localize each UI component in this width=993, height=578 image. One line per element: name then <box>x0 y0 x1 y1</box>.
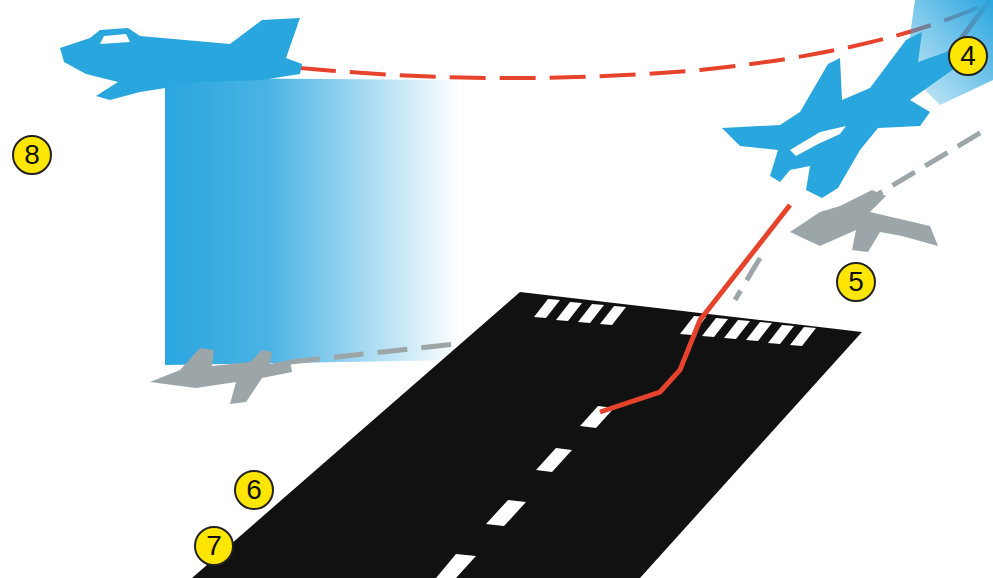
aircraft-shadow <box>790 190 938 252</box>
centerline <box>436 406 614 578</box>
threshold-marks <box>534 299 816 346</box>
altitude-band <box>165 78 460 365</box>
aircraft-window <box>100 34 130 44</box>
runway <box>192 292 862 578</box>
aircraft <box>722 32 958 198</box>
callout-number: 8 <box>12 135 52 175</box>
approach-path <box>600 205 790 412</box>
aircraft-window <box>790 126 846 156</box>
callout-number: 6 <box>234 470 274 510</box>
callout-number: 5 <box>836 262 876 302</box>
callout-number: 4 <box>948 36 988 76</box>
callout-number: 7 <box>194 526 234 566</box>
aircraft <box>60 18 302 100</box>
aircraft-shadow <box>150 348 292 404</box>
